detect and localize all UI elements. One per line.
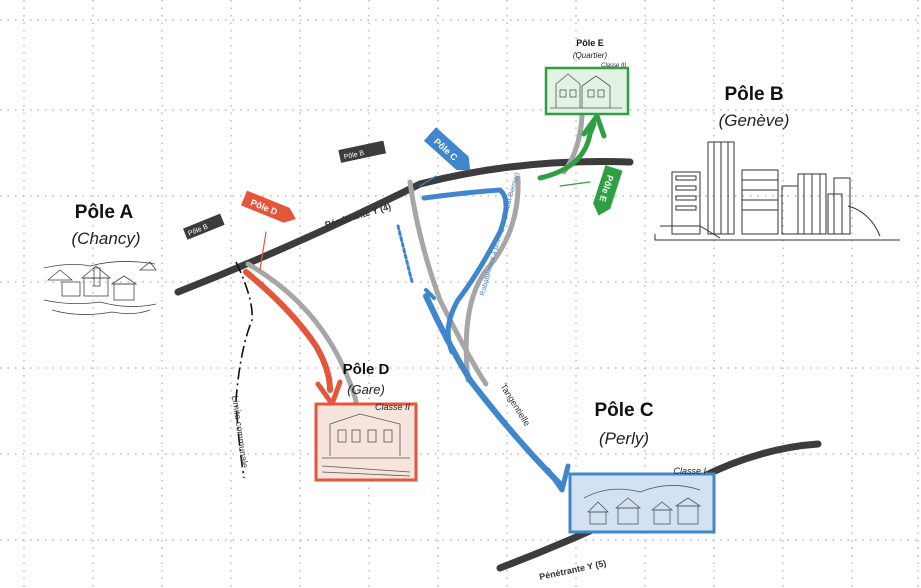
sign-pole-d: Pôle D xyxy=(241,190,296,223)
sign-pole-e: Pôle E xyxy=(593,165,623,216)
sign-pole-b-label: Pôle B xyxy=(343,150,365,161)
limite-communale-label: Limite communale xyxy=(230,395,250,469)
pole-e-place: (Quartier) xyxy=(573,51,608,60)
pole-e-building-illustration xyxy=(550,73,622,109)
pole-c-box: Pôle C (Perly) Classe I xyxy=(568,400,716,534)
pole-b-place: (Genève) xyxy=(719,111,790,130)
geneve-skyline-illustration xyxy=(654,141,900,241)
chancy-village-illustration xyxy=(43,261,157,315)
route-to-pole-c xyxy=(396,175,571,493)
pole-b-name: Pôle B xyxy=(724,84,783,105)
pole-d-classe: Classe II xyxy=(375,402,411,412)
sign-pole-b-left: Pôle B xyxy=(183,213,225,240)
pole-c-classe: Classe I xyxy=(673,466,706,476)
pole-a-name: Pôle A xyxy=(75,202,134,223)
pole-e-box: Pôle E (Quartier) Classe III xyxy=(544,38,630,116)
pole-e-classe: Classe III xyxy=(601,63,626,69)
sign-pole-c: Pôle C xyxy=(423,127,471,171)
pole-d-station-illustration xyxy=(321,413,411,477)
pole-c-name: Pôle C xyxy=(594,400,653,421)
pole-a-place: (Chancy) xyxy=(72,229,141,248)
pole-c-place: (Perly) xyxy=(599,429,649,448)
pole-d-name: Pôle D xyxy=(343,361,390,378)
pole-d-box: Pôle D (Gare) Classe II xyxy=(314,361,418,482)
sign-pole-b-small: Pôle B xyxy=(338,140,387,163)
pole-d-place: (Gare) xyxy=(347,382,385,397)
limite-communale-line: Limite communale xyxy=(230,261,253,479)
secondary-roads xyxy=(245,113,585,405)
pole-e-name: Pôle E xyxy=(576,38,604,48)
main-roads xyxy=(174,157,822,572)
penetrante-5-label: Pénétrante Y (5) xyxy=(538,558,607,582)
pole-c-village-illustration xyxy=(583,485,702,525)
penetrante-4-label: Pénétrante Y (4) xyxy=(324,202,392,230)
route-to-pole-e xyxy=(537,113,607,187)
